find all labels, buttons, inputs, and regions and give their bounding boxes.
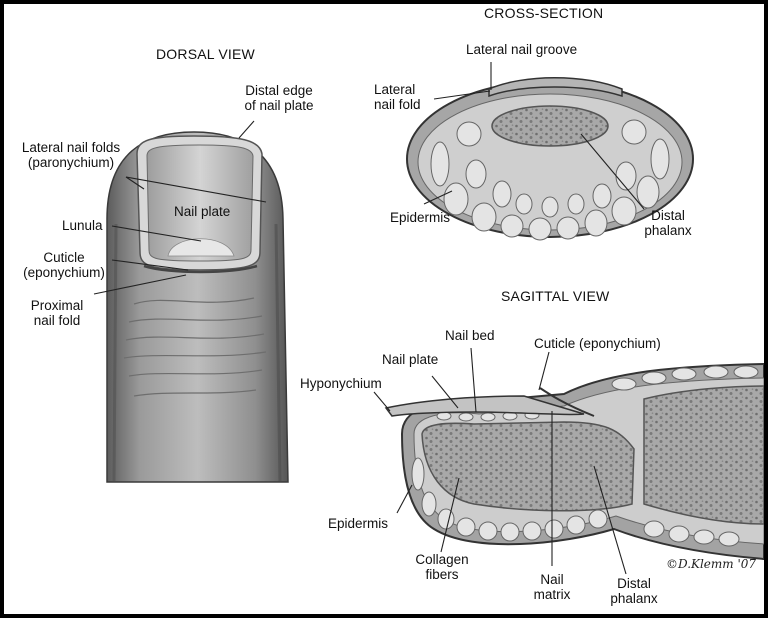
- label-distal-phalanx-cross: Distal phalanx: [636, 208, 700, 238]
- label-collagen-fibers-line1: Collagen: [415, 552, 469, 567]
- label-distal-edge-line2: of nail plate: [244, 98, 314, 113]
- cuticle-line: [143, 264, 258, 274]
- label-lunula: Lunula: [62, 218, 103, 233]
- sagittal-view-heading: SAGITTAL VIEW: [501, 288, 610, 304]
- label-lateral-nail-folds-line2: (paronychium): [27, 155, 115, 170]
- label-distal-phalanx-sagittal-line1: Distal: [617, 576, 651, 591]
- cross-section-heading: CROSS-SECTION: [484, 5, 604, 21]
- label-collagen-fibers: Collagen fibers: [406, 552, 478, 582]
- lunula-shape: [167, 238, 235, 257]
- label-nail-matrix-line2: matrix: [533, 587, 571, 602]
- label-lateral-nail-fold-line2: nail fold: [374, 97, 421, 112]
- artist-signature: ©D.Klemm '07: [666, 557, 757, 571]
- sagittal-middle-phalanx: [643, 385, 764, 525]
- label-cuticle-dorsal-line2: (eponychium): [23, 265, 105, 280]
- label-proximal-nail-fold-line2: nail fold: [33, 313, 81, 328]
- label-lateral-nail-fold: Lateral nail fold: [374, 82, 421, 112]
- label-distal-phalanx-cross-line2: phalanx: [644, 223, 692, 238]
- nail-anatomy-drawing: [93, 62, 764, 575]
- label-distal-phalanx-cross-line1: Distal: [651, 208, 685, 223]
- label-nail-matrix: Nail matrix: [524, 572, 580, 602]
- label-cuticle-dorsal-line1: Cuticle: [43, 250, 85, 265]
- label-proximal-nail-fold-line1: Proximal: [30, 298, 84, 313]
- label-nail-plate-sagittal: Nail plate: [382, 352, 439, 367]
- dorsal-nail: [136, 135, 263, 274]
- label-nail-bed: Nail bed: [445, 328, 495, 343]
- label-distal-edge: Distal edge of nail plate: [234, 83, 324, 113]
- label-lateral-nail-fold-line1: Lateral: [374, 82, 416, 97]
- sagittal-cuticle-fold: [539, 387, 595, 417]
- sagittal-distal-phalanx: [421, 421, 635, 512]
- label-nail-matrix-line1: Nail: [540, 572, 564, 587]
- label-epidermis-cross: Epidermis: [390, 210, 451, 225]
- cross-nail-plate: [488, 77, 623, 98]
- cross-leader-lines: [423, 62, 645, 210]
- sagittal-drawing: [384, 362, 764, 561]
- dorsal-view-heading: DORSAL VIEW: [156, 46, 255, 62]
- label-proximal-nail-fold: Proximal nail fold: [14, 298, 100, 328]
- label-distal-phalanx-sagittal-line2: phalanx: [610, 591, 658, 606]
- label-lateral-nail-folds-line1: Lateral nail folds: [21, 140, 121, 155]
- cross-distal-phalanx: [491, 105, 609, 147]
- sagittal-nail-plate: [384, 395, 585, 417]
- label-distal-edge-line1: Distal edge: [245, 83, 313, 98]
- label-cuticle-dorsal: Cuticle (eponychium): [12, 250, 116, 280]
- label-lateral-nail-folds: Lateral nail folds (paronychium): [4, 140, 138, 170]
- label-collagen-fibers-line2: fibers: [425, 567, 459, 582]
- label-epidermis-sagittal: Epidermis: [328, 516, 389, 531]
- label-lateral-nail-groove: Lateral nail groove: [466, 42, 578, 57]
- label-cuticle-sagittal: Cuticle (eponychium): [534, 336, 661, 351]
- illustration-canvas: DORSAL VIEW CROSS-SECTION SAGITTAL VIEW …: [4, 4, 764, 614]
- label-nail-plate-dorsal: Nail plate: [174, 204, 231, 219]
- label-distal-phalanx-sagittal: Distal phalanx: [602, 576, 666, 606]
- dorsal-leader-lines: [93, 120, 267, 295]
- label-hyponychium: Hyponychium: [300, 376, 382, 391]
- cross-section-drawing: [406, 77, 694, 241]
- finger-skin-wrinkles: [123, 297, 267, 397]
- sagittal-leader-lines: [373, 347, 627, 575]
